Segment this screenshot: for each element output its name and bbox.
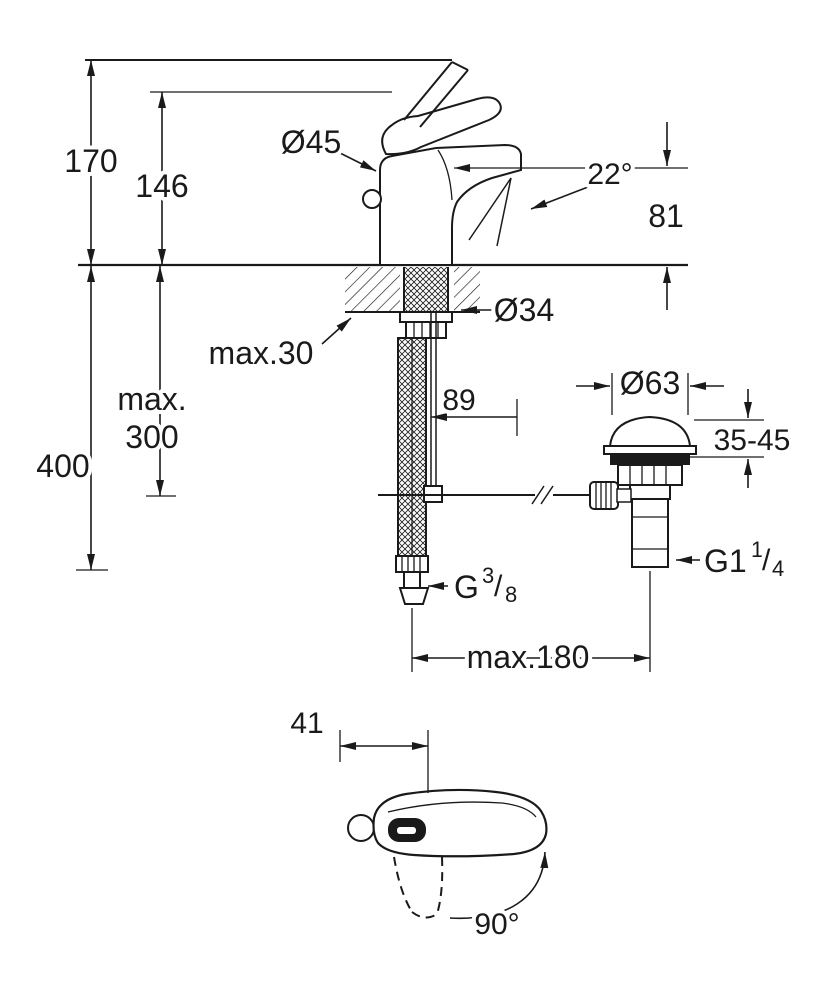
waste-tailpiece: [631, 498, 669, 568]
pop-up-waste: [378, 415, 697, 568]
label-deck-thickness: max.30: [209, 335, 314, 371]
label-waste-diameter: Ø63: [620, 365, 680, 401]
counter-slab: [345, 267, 480, 339]
label-lever-offset: 41: [290, 707, 323, 740]
faucet-body: [362, 61, 522, 266]
dimension-lines-side: [76, 60, 764, 672]
label-spout-height: 81: [648, 198, 684, 234]
label-waste-range: 35-45: [714, 424, 791, 457]
supply-thread-num: 3: [482, 563, 494, 588]
pull-rod-knob: [362, 189, 382, 209]
label-supply-thread: G 3 / 8: [450, 559, 521, 611]
label-offset-rod: 89: [442, 384, 475, 417]
supply-thread-slash: /: [494, 570, 503, 603]
label-max-reach: max.180: [467, 639, 590, 675]
label-spout-angle: 22°: [587, 158, 632, 191]
label-max-rod-2: 300: [125, 419, 178, 455]
rod-adjust-knob: [589, 481, 619, 510]
waste-thread-slash: /: [762, 544, 771, 577]
label-height-overall: 170: [64, 143, 117, 179]
label-waste-thread: G1 1 / 4: [700, 533, 788, 585]
handle-top-view: [347, 788, 549, 920]
waste-thread-base: G1: [704, 543, 747, 579]
waste-thread-num: 1: [751, 537, 763, 562]
supply-thread-base: G: [454, 569, 479, 605]
swing-arc: [449, 851, 549, 920]
supply-hoses: [395, 312, 443, 605]
supply-thread-den: 8: [505, 582, 517, 607]
label-height-body: 146: [135, 168, 188, 204]
waste-thread-den: 4: [772, 556, 784, 581]
lever-ball: [347, 814, 375, 842]
faucet-lever: [381, 96, 502, 156]
label-hose-length: 400: [36, 448, 89, 484]
label-max-rod-1: max.: [117, 381, 186, 417]
dimension-lines-top-view: [339, 730, 429, 793]
dimension-labels: 170 146 Ø45 22° 81 Ø34 max.30 max. 300 4…: [32, 120, 794, 945]
label-hole-diameter: Ø34: [494, 292, 554, 328]
label-swing-angle: 90°: [474, 908, 519, 941]
label-body-diameter: Ø45: [281, 124, 341, 160]
